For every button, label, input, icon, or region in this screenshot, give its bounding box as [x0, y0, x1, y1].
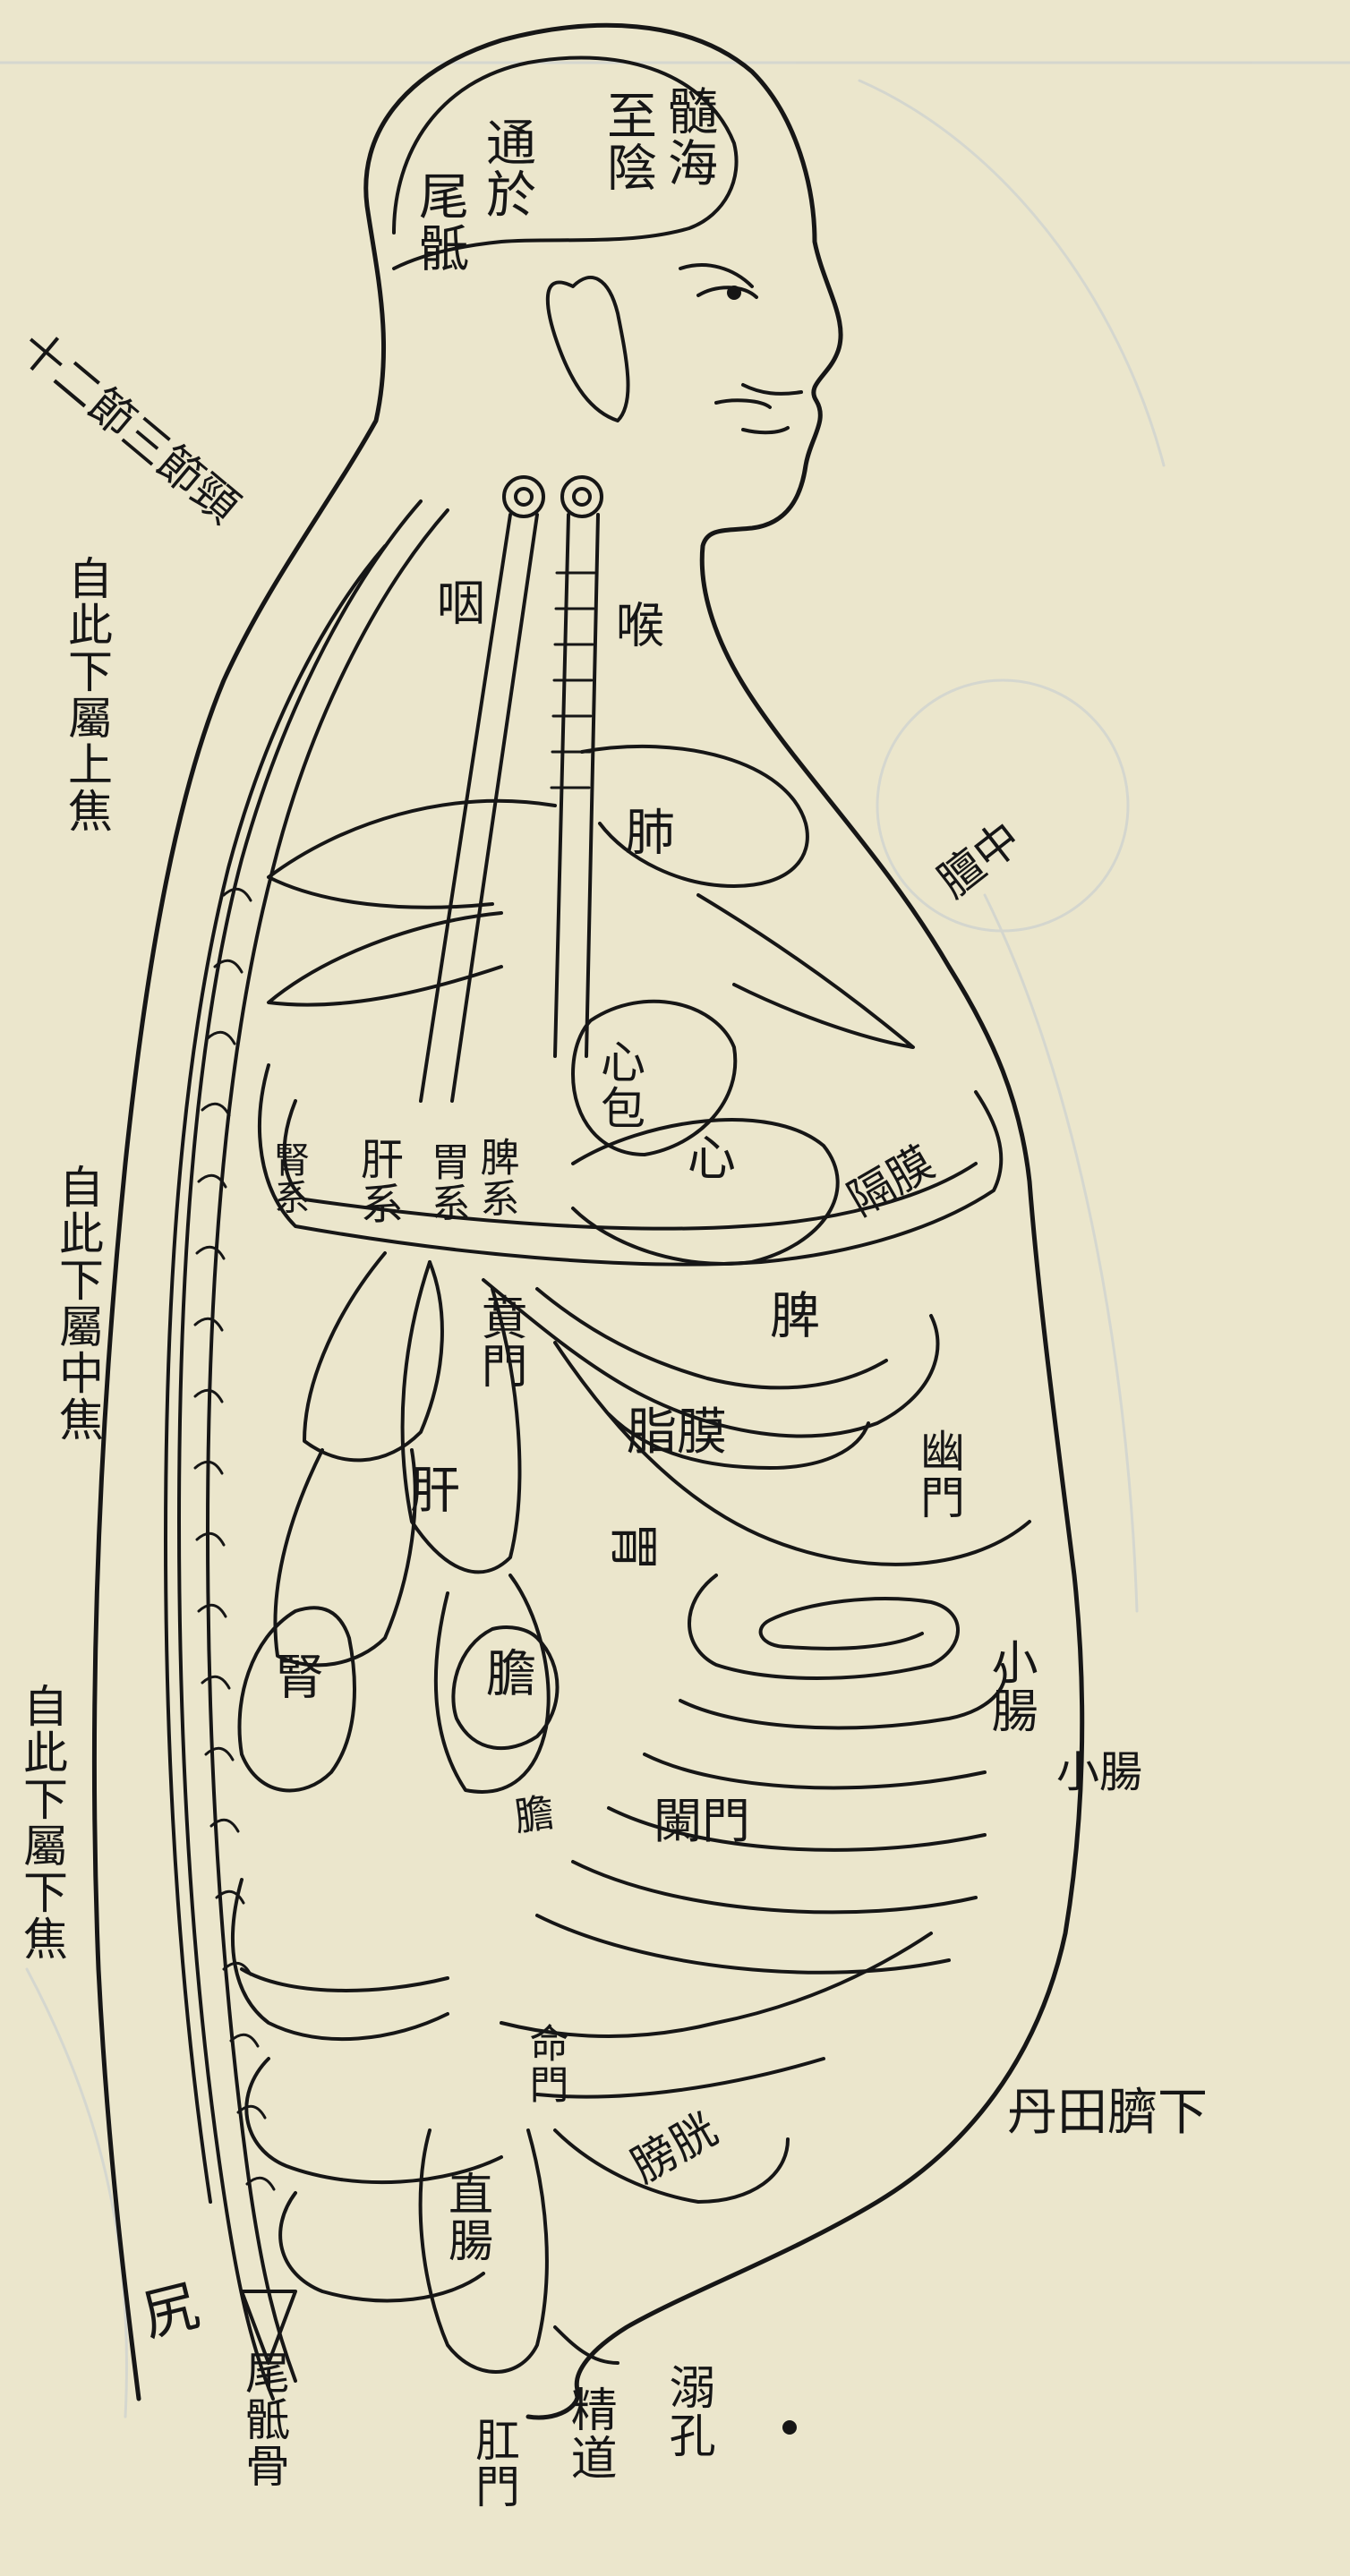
label-shen: 腎 — [269, 1651, 320, 1702]
ghost-bleed-through — [0, 63, 1350, 2417]
label-shen-xi: 腎系 — [269, 1141, 307, 1216]
label-weidi: 尾骶 — [412, 170, 466, 274]
label-xin: 心 — [680, 1132, 732, 1182]
label-dachang-mark: 膽 — [510, 1780, 557, 1843]
label-pi: 脾 — [763, 1289, 816, 1341]
label-fei: 肺 — [618, 806, 671, 857]
label-weidi-gu: 尾骶骨 — [240, 2350, 288, 2489]
label-middle-jiao: 自此下屬中焦 — [54, 1164, 102, 1443]
face — [680, 265, 801, 432]
label-hou: 喉 — [609, 600, 661, 650]
label-gan: 肝 — [403, 1463, 457, 1515]
label-lower-jiao: 自此下屬下焦 — [18, 1683, 66, 1962]
large-intestine — [233, 1880, 931, 2300]
label-pi-xi: 脾系 — [474, 1137, 517, 1219]
label-mingmen: 命門 — [524, 2023, 567, 2105]
label-lanmen: 闌門 — [654, 1781, 750, 1852]
label-benmen: 賁門 — [474, 1293, 525, 1390]
ear — [548, 277, 628, 421]
label-xiaochang: 小腸 — [985, 1638, 1035, 1735]
label-dan: 膽 — [479, 1647, 533, 1699]
label-upper-jiao: 自此下屬上焦 — [63, 555, 111, 834]
small-intestine — [537, 1575, 1005, 1973]
label-gan-xi: 肝系 — [354, 1137, 400, 1226]
spine — [166, 501, 448, 2399]
label-yan: 咽 — [430, 577, 482, 627]
label-suihai: 髓海 — [661, 85, 714, 189]
stomach — [483, 1280, 1030, 1565]
throat-tubes — [421, 477, 602, 1101]
label-xinbao: 心包 — [595, 1038, 644, 1131]
label-zhiyin: 至陰 — [600, 90, 654, 193]
label-dantian: 丹田臍下 — [1007, 2072, 1208, 2145]
ink-dot — [782, 2420, 797, 2435]
label-niaokong: 溺孔 — [662, 2363, 713, 2460]
label-right-small-intestine: 小腸 — [1056, 1736, 1142, 1799]
label-zhichang: 直腸 — [443, 2171, 491, 2264]
label-wei-xi: 胃系 — [425, 1141, 468, 1224]
label-wei: 胃 — [601, 1522, 673, 1572]
label-jingdao: 精道 — [564, 2385, 614, 2482]
label-tongyu: 通於 — [479, 116, 533, 220]
label-zhigao: 脂膜 — [627, 1392, 727, 1464]
label-youmen: 幽門 — [915, 1428, 963, 1521]
label-gangmen: 肛門 — [470, 2417, 518, 2510]
